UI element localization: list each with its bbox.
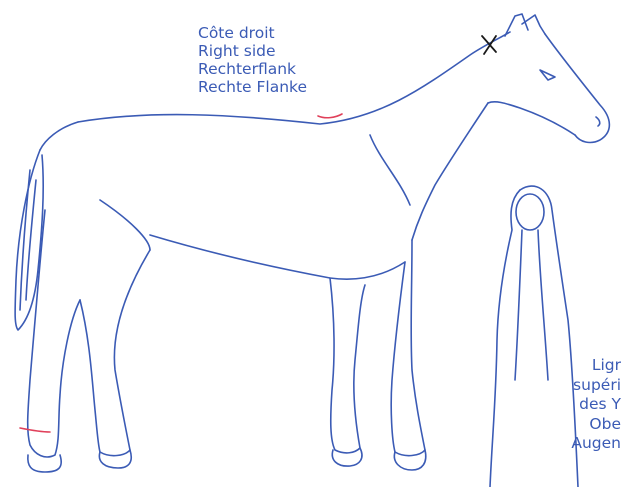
side-label-line: Rechterflank: [198, 60, 307, 78]
dorsal-label-line: supéri: [571, 376, 621, 396]
eye-mark: [540, 70, 555, 80]
side-label-line: Rechte Flanke: [198, 78, 307, 96]
stifle-line: [100, 200, 150, 250]
face-outline: [545, 34, 609, 142]
fore-leg-1: [330, 278, 365, 453]
side-label-line: Côte droit: [198, 24, 307, 42]
shoulder-line: [370, 135, 410, 205]
tail-hair-1: [20, 170, 30, 310]
marking-back: [318, 114, 342, 118]
side-label-line: Right side: [198, 42, 307, 60]
fore-leg-2: [391, 240, 425, 456]
neck-underside: [412, 103, 488, 240]
nostril: [596, 117, 600, 126]
dorsal-label-clip: Ligr supéri des Y Obe Augen: [540, 350, 621, 487]
rump-line: [40, 122, 78, 150]
dorsal-label-line: des Y: [571, 395, 621, 415]
side-label: Côte droit Right side Rechterflank Recht…: [198, 24, 307, 96]
marking-leg: [20, 428, 50, 432]
belly-line: [150, 235, 405, 279]
dorsal-line-1: [515, 230, 522, 380]
dorsal-label: Ligr supéri des Y Obe Augen: [571, 356, 621, 454]
dorsal-view-outline: [490, 190, 520, 487]
dorsal-label-line: Obe: [571, 415, 621, 435]
jaw-line: [488, 102, 575, 135]
dorsal-head-oval: [516, 194, 544, 230]
hind-leg-1: [28, 210, 80, 457]
whorl-cross-mark: [482, 36, 496, 54]
hind-leg-2: [80, 250, 150, 456]
dorsal-label-line: Ligr: [571, 356, 621, 376]
dorsal-label-line: Augen: [571, 434, 621, 454]
